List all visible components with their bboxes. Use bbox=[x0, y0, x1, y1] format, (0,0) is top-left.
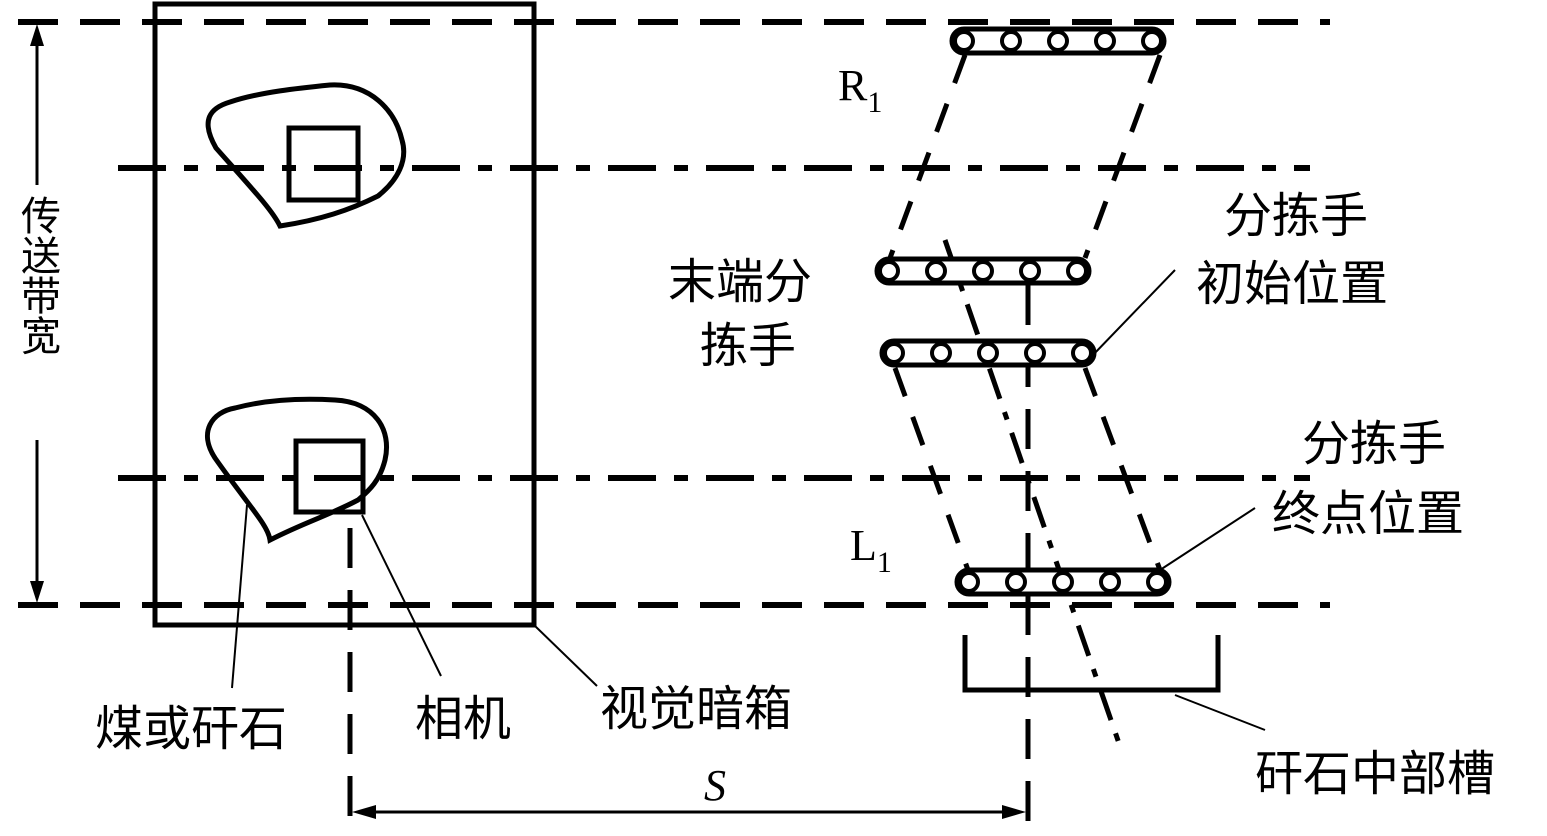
leader-trough bbox=[1174, 694, 1266, 731]
roller-icon bbox=[1000, 30, 1022, 52]
sorter-r1 bbox=[949, 26, 1167, 56]
roller-icon bbox=[1099, 571, 1121, 593]
camera-upper bbox=[286, 125, 361, 203]
distance-s-label: S bbox=[704, 761, 726, 810]
leader-camera bbox=[361, 514, 442, 677]
sorter-final-label-2: 终点位置 bbox=[1272, 486, 1464, 542]
roller-icon bbox=[1024, 342, 1046, 364]
coal-lump-lower bbox=[205, 396, 389, 544]
belt-width-dimension bbox=[30, 24, 44, 603]
arrow-left-icon bbox=[352, 805, 376, 819]
roller-icon bbox=[972, 260, 994, 282]
r1-label: R1 bbox=[838, 61, 882, 119]
leader-initial-position bbox=[1091, 269, 1176, 357]
leader-final-position bbox=[1159, 507, 1256, 571]
sorter-terminal bbox=[874, 256, 1092, 286]
swing-left-upper bbox=[887, 54, 968, 259]
roller-icon bbox=[1047, 30, 1069, 52]
camera-label: 相机 bbox=[415, 691, 511, 747]
roller-icon bbox=[878, 260, 900, 282]
roller-icon bbox=[1019, 260, 1041, 282]
roller-icon bbox=[1146, 571, 1168, 593]
roller-icon bbox=[958, 571, 980, 593]
roller-icon bbox=[977, 342, 999, 364]
roller-icon bbox=[925, 260, 947, 282]
gangue-trough-label: 矸石中部槽 bbox=[1255, 746, 1495, 802]
camera-lower bbox=[293, 438, 366, 515]
belt-width-label: 传送带宽 bbox=[14, 195, 61, 355]
roller-icon bbox=[953, 30, 975, 52]
arrow-right-icon bbox=[1002, 805, 1026, 819]
coal-lump-upper bbox=[205, 82, 407, 229]
gangue-trough bbox=[962, 635, 1221, 693]
sorter-initial-label-2: 初始位置 bbox=[1196, 256, 1388, 312]
leader-darkbox bbox=[533, 624, 598, 687]
swing-right-lower bbox=[1082, 367, 1163, 571]
sorter-initial-label-1: 分拣手 bbox=[1224, 188, 1368, 244]
swing-left-lower bbox=[892, 367, 971, 571]
arrow-up-icon bbox=[30, 24, 44, 46]
arrow-down-icon bbox=[30, 581, 44, 603]
sorter-final bbox=[954, 567, 1172, 597]
vision-darkbox-label: 视觉暗箱 bbox=[600, 681, 792, 737]
roller-icon bbox=[1005, 571, 1027, 593]
terminal-sorter-label-1: 末端分 bbox=[668, 254, 812, 310]
sorter-final-label-1: 分拣手 bbox=[1302, 416, 1446, 472]
leader-coal bbox=[231, 504, 248, 689]
roller-icon bbox=[930, 342, 952, 364]
coal-or-gangue-label: 煤或矸石 bbox=[95, 701, 287, 757]
terminal-sorter-label-2: 拣手 bbox=[700, 318, 796, 374]
roller-icon bbox=[1066, 260, 1088, 282]
roller-icon bbox=[1071, 342, 1093, 364]
roller-icon bbox=[883, 342, 905, 364]
vision-darkbox bbox=[152, 1, 537, 628]
swing-right-upper bbox=[1082, 54, 1163, 259]
roller-icon bbox=[1141, 30, 1163, 52]
roller-icon bbox=[1052, 571, 1074, 593]
trough-trajectory-line bbox=[942, 239, 1125, 753]
l1-label: L1 bbox=[850, 521, 892, 579]
sorter-initial bbox=[879, 338, 1097, 368]
roller-icon bbox=[1094, 30, 1116, 52]
